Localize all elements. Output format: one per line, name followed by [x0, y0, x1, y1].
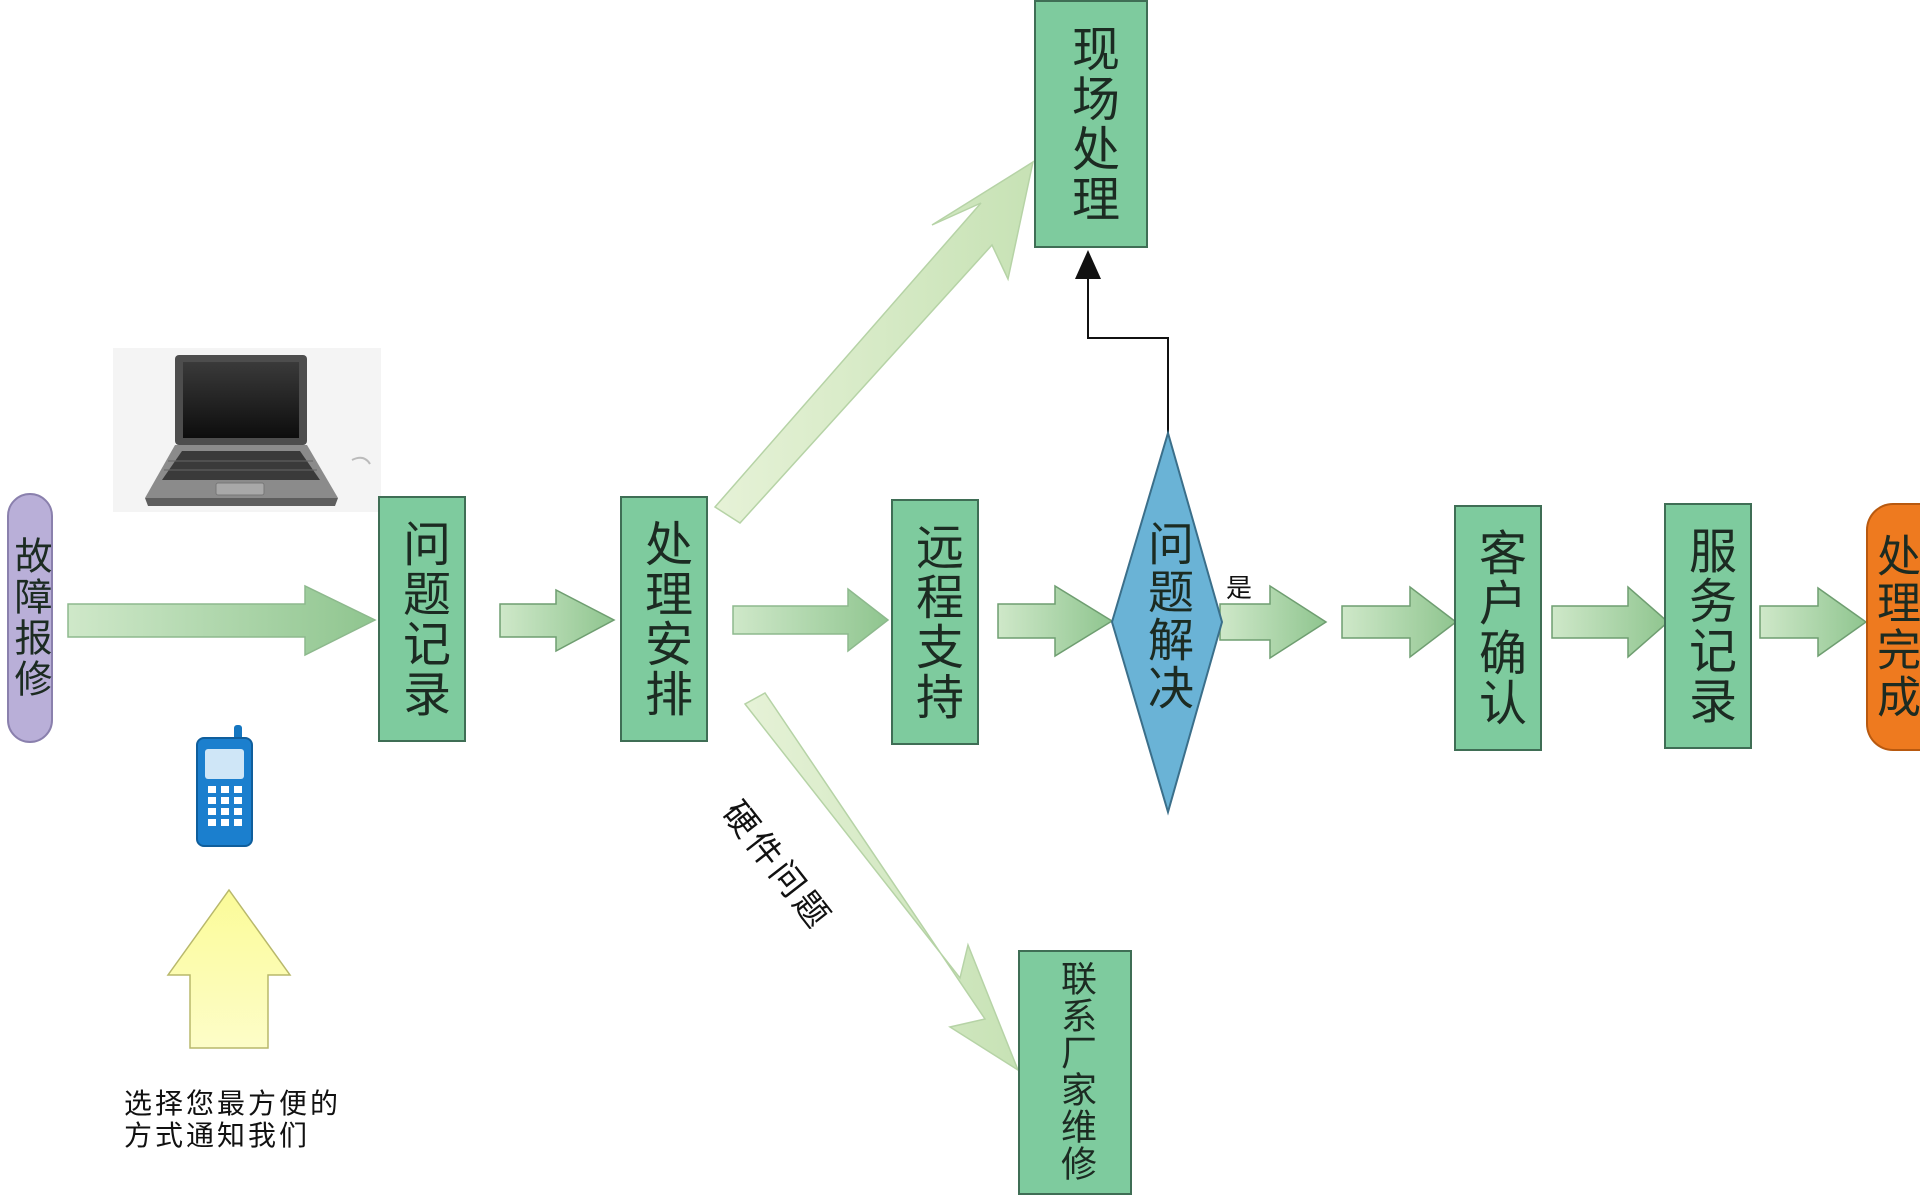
- end-node-label: 处理完成: [1869, 533, 1920, 721]
- arrow-arrange-to-remote: [732, 587, 890, 653]
- arrow-record-to-arrange: [499, 588, 616, 653]
- start-node: 故障报修: [7, 493, 53, 743]
- vendor-node: 联系厂家维修: [1018, 950, 1132, 1195]
- onsite-node-label: 现场处理: [1063, 24, 1119, 224]
- record-node: 问题记录: [378, 496, 466, 742]
- record-node-label: 问题记录: [394, 519, 450, 719]
- arrange-node: 处理安排: [620, 496, 708, 742]
- remote-node: 远程支持: [891, 499, 979, 745]
- laptop-image: [113, 348, 381, 512]
- service-record-node-label: 服务记录: [1680, 526, 1736, 726]
- arrow-to-end-head: [1759, 586, 1868, 658]
- arrow-remote-to-decision: [997, 584, 1114, 658]
- decision-diamond: [1110, 429, 1224, 816]
- decision-to-onsite-line: [1087, 278, 1169, 440]
- service-record-node: 服务记录: [1664, 503, 1752, 749]
- notify-caption: 选择您最方便的 方式通知我们: [124, 1087, 342, 1152]
- arrow-start-to-record: [67, 584, 377, 657]
- remote-node-label: 远程支持: [907, 522, 963, 722]
- arrow-decision-to-confirm: [1219, 584, 1328, 660]
- onsite-node: 现场处理: [1034, 0, 1148, 248]
- decision-to-onsite-arrowhead: [1075, 250, 1101, 279]
- confirm-node: 客户确认: [1454, 505, 1542, 751]
- vendor-node-label: 联系厂家维修: [1055, 960, 1096, 1182]
- arrow-arrange-to-vendor: [743, 692, 1020, 1072]
- decision-node-label: 问题解决: [1141, 520, 1195, 712]
- arrow-arrange-to-onsite: [713, 160, 1035, 524]
- start-node-label: 故障报修: [8, 536, 52, 700]
- end-node: 处理完成: [1866, 503, 1920, 751]
- mobile-phone-image: [196, 725, 253, 847]
- yes-label: 是: [1226, 574, 1253, 604]
- arrow-confirm-to-service-record: [1341, 585, 1458, 659]
- confirm-node-label: 客户确认: [1470, 528, 1526, 728]
- notify-up-arrow: [166, 888, 292, 1049]
- arrange-node-label: 处理安排: [636, 519, 692, 719]
- arrow-service-record-to-end: [1551, 585, 1670, 659]
